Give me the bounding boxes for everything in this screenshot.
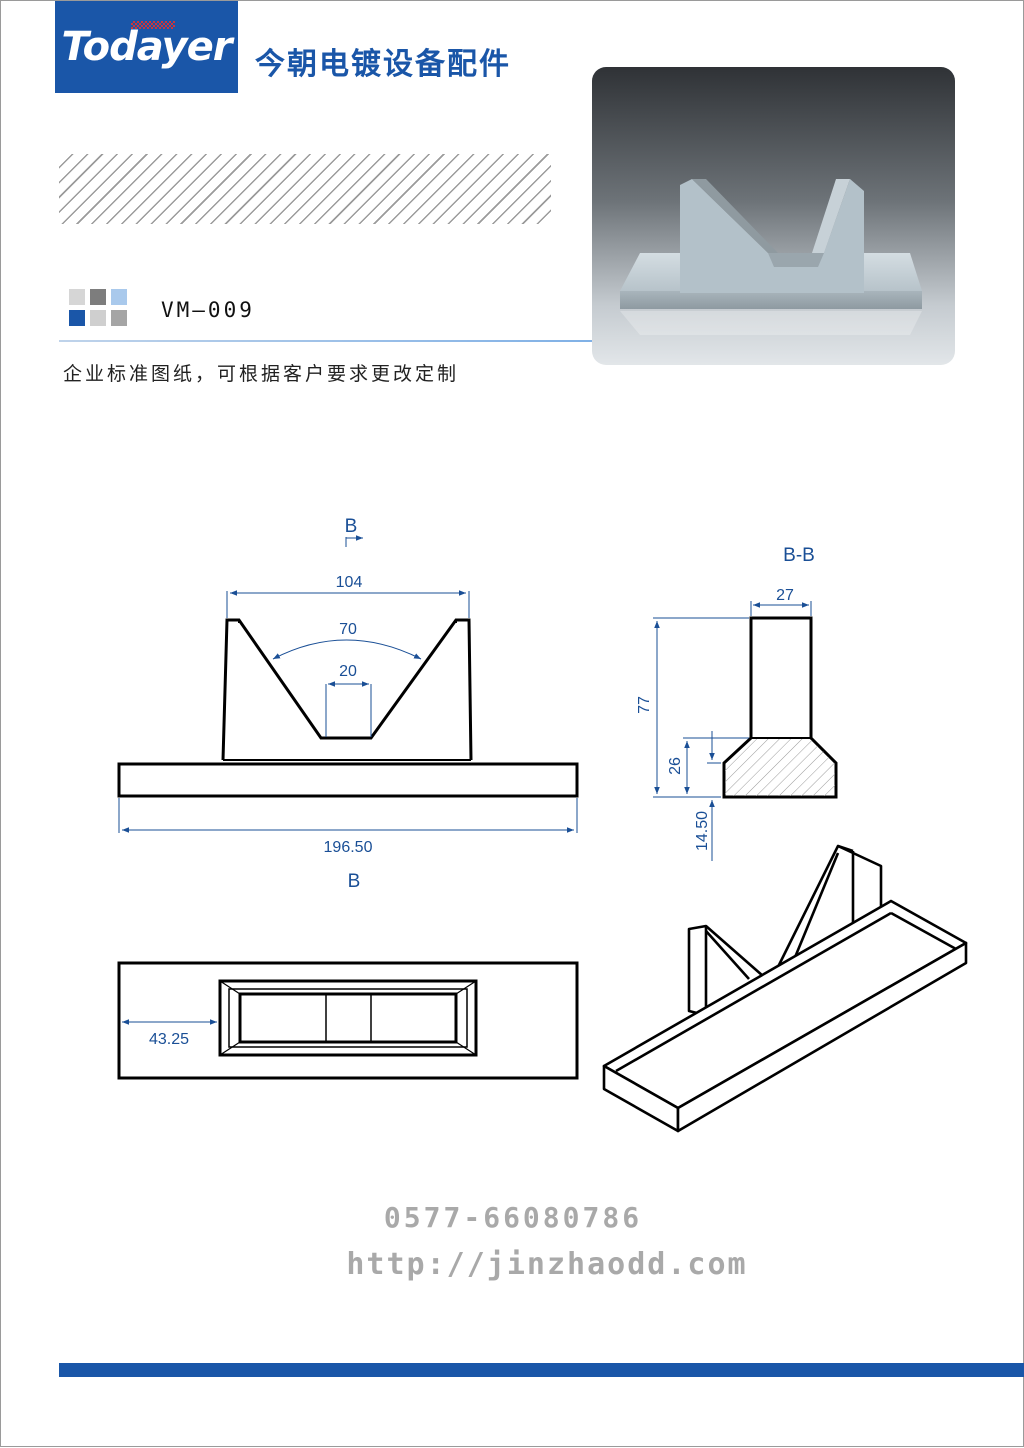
- dim-total-length: 196.50: [324, 839, 373, 856]
- decorative-hatch: [59, 154, 551, 224]
- dim-section-width: 27: [776, 587, 794, 604]
- dim-slot-width: 20: [339, 663, 357, 680]
- dim-height: 77: [636, 696, 653, 714]
- company-name: 今朝电镀设备配件: [255, 47, 511, 82]
- logo-text: Todayer: [61, 24, 233, 70]
- dim-base-height: 26: [667, 757, 684, 775]
- section-mark-top: B: [345, 516, 358, 537]
- dim-slot-offset: 43.25: [149, 1031, 189, 1048]
- top-view: [117, 961, 579, 1080]
- logo-checker-icon: [131, 21, 175, 29]
- section-title: B-B: [783, 545, 815, 566]
- section-view: [722, 616, 838, 799]
- isometric-view: [602, 844, 968, 1133]
- dim-flange-height: 14.50: [694, 811, 711, 851]
- color-swatches-icon: [69, 289, 129, 327]
- front-view-dimensions: [118, 535, 578, 833]
- section-view-dimensions: [653, 601, 812, 861]
- footer-bar: [59, 1363, 1024, 1377]
- dim-top-width: 104: [336, 574, 363, 591]
- brand-logo: Todayer: [55, 1, 238, 93]
- front-view: [117, 618, 579, 798]
- contact-website[interactable]: http://jinzhaodd.com: [346, 1247, 748, 1282]
- section-mark-bottom: B: [348, 871, 361, 892]
- contact-phone: 0577-66080786: [383, 1201, 643, 1234]
- product-photo: [592, 67, 955, 365]
- drawing-note: 企业标准图纸，可根据客户要求更改定制: [63, 363, 460, 385]
- model-number: VM—009: [161, 298, 255, 322]
- dim-angle: 70: [339, 621, 357, 638]
- header-divider: [59, 340, 599, 342]
